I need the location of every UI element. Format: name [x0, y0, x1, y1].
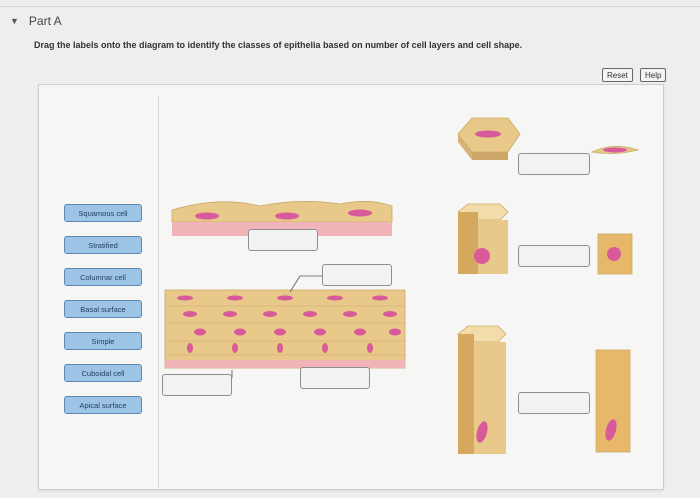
- part-header[interactable]: ▼ Part A: [10, 14, 62, 28]
- reset-button[interactable]: Reset: [602, 68, 633, 82]
- drop-target-squamous-cell[interactable]: [518, 153, 590, 175]
- leader-line: [289, 275, 322, 293]
- cuboidal-cell-section: [597, 233, 633, 275]
- drop-target-stratified-bottom[interactable]: [300, 367, 370, 389]
- top-divider: [0, 6, 700, 7]
- label-squamous-cell[interactable]: Squamous cell: [64, 204, 142, 222]
- squamous-cell-model: [457, 117, 521, 160]
- label-stratified[interactable]: Stratified: [64, 236, 142, 254]
- label-simple[interactable]: Simple: [64, 332, 142, 350]
- help-button[interactable]: Help: [640, 68, 667, 82]
- drop-target-stratified-top[interactable]: [322, 264, 392, 286]
- triangle-down-icon[interactable]: ▼: [10, 16, 19, 26]
- label-columnar-cell[interactable]: Columnar cell: [64, 268, 142, 286]
- drop-target-columnar-cell[interactable]: [518, 392, 590, 414]
- drop-target-cuboidal-cell[interactable]: [518, 245, 590, 267]
- cuboidal-cell-model: [457, 203, 509, 274]
- stratified-tissue: [164, 289, 406, 369]
- columnar-cell-section: [595, 349, 631, 453]
- drop-target-stratified-left[interactable]: [162, 374, 232, 396]
- part-title: Part A: [28, 14, 62, 28]
- drop-target-simple-squamous[interactable]: [248, 229, 318, 251]
- label-apical-surface[interactable]: Apical surface: [64, 396, 142, 414]
- nucleus: [348, 209, 372, 217]
- nucleus: [275, 212, 299, 220]
- nucleus: [195, 212, 219, 220]
- label-basal-surface[interactable]: Basal surface: [64, 300, 142, 318]
- label-bank: Squamous cell Stratified Columnar cell B…: [50, 96, 159, 488]
- squamous-cell-section: [590, 146, 640, 154]
- diagram-workspace: [38, 84, 664, 490]
- label-cuboidal-cell[interactable]: Cuboidal cell: [64, 364, 142, 382]
- instructions-text: Drag the labels onto the diagram to iden…: [34, 40, 523, 50]
- columnar-cell-model: [457, 325, 507, 454]
